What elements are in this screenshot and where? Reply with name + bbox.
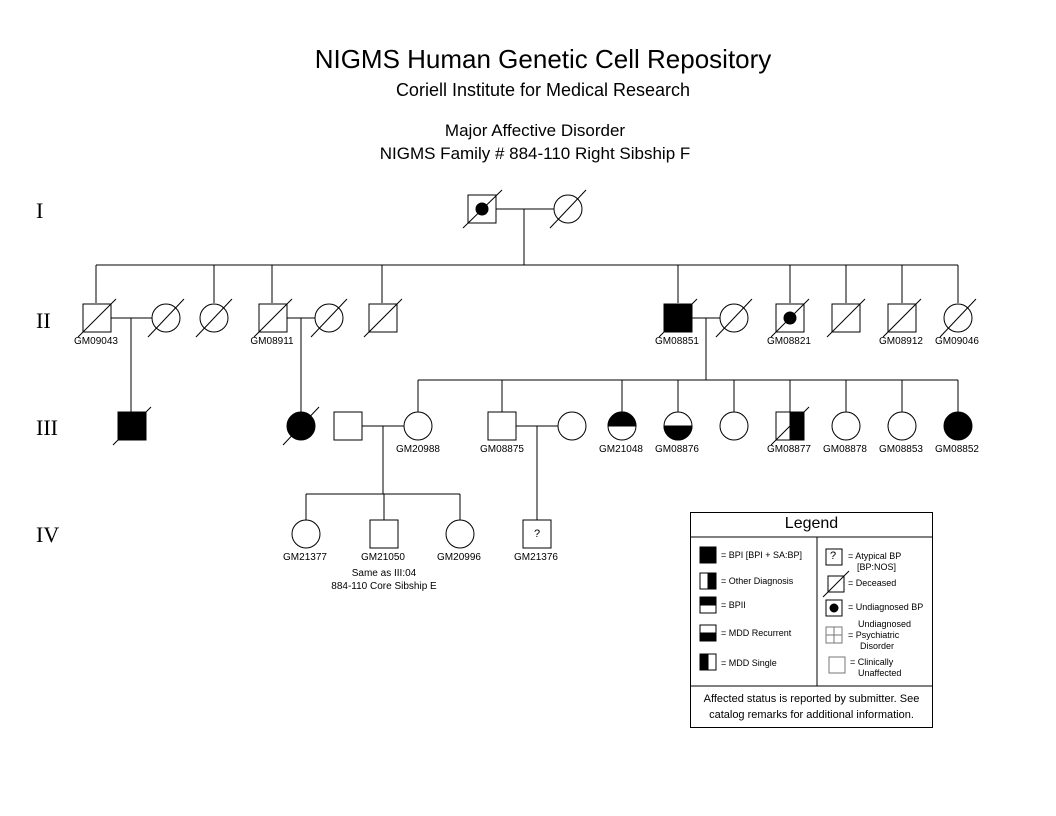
legend-other-diagnosis-symbol [699, 572, 717, 590]
legend-deceased-symbol [822, 570, 850, 598]
legend-bpii-symbol [699, 596, 717, 614]
legend-atypical-bp-symbol [825, 548, 843, 566]
identifier-gm20988: GM20988 [396, 444, 440, 455]
identifier-gm08821: GM08821 [767, 336, 811, 347]
disorder-title: Major Affective Disorder [444, 121, 626, 140]
pedigree-individual-gm08821 [770, 298, 810, 338]
identifier-gm21377: GM21377 [283, 552, 327, 563]
legend-label-deceased: = Deceased [848, 578, 897, 588]
legend-label-undiagnosed-psych-2: = Psychiatric [848, 630, 900, 640]
pedigree-individual-gm08852 [943, 411, 973, 441]
pedigree-individual-iii-2 [282, 406, 320, 446]
pedigree-individual-gm08911 [253, 298, 293, 338]
generation-label-iv: IV [36, 522, 60, 547]
pedigree-individual-gm08878 [831, 411, 861, 441]
legend-label-atypical-bp: = Atypical BP [848, 551, 902, 561]
note-core-sibship: 884-110 Core Sibship E [331, 581, 437, 592]
legend-label-other-diagnosis: = Other Diagnosis [721, 576, 794, 586]
pedigree-individual-ii-brother-3 [363, 298, 403, 338]
identifier-gm08853: GM08853 [879, 444, 923, 455]
legend-label-bpi: = BPI [BPI + SA:BP] [721, 550, 803, 560]
legend-label-mdd-single: = MDD Single [721, 658, 777, 668]
legend-label-bpii: = BPII [721, 600, 746, 610]
legend-clinically-unaffected-symbol [828, 656, 846, 674]
identifier-gm08852: GM08852 [935, 444, 979, 455]
family-title: NIGMS Family # 884-110 Right Sibship F [379, 144, 691, 163]
legend-label-undiagnosed-psych-3: Disorder [860, 641, 895, 651]
pedigree-individual-i-1 [462, 189, 503, 229]
legend-undiagnosed-bp-symbol [825, 599, 843, 617]
legend-panel [690, 512, 933, 728]
pedigree-individual-ii-spouse-1 [147, 298, 185, 338]
identifier-gm08876: GM08876 [655, 444, 699, 455]
legend-question-mark: ? [830, 550, 837, 562]
pedigree-individual-gm21048 [607, 411, 637, 441]
pedigree-individual-iii-spouse-2 [557, 411, 587, 441]
legend-mdd-recurrent-symbol [699, 624, 717, 642]
page-title: NIGMS Human Genetic Cell Repository [314, 44, 772, 74]
legend-label-clinically-unaffected-2: Unaffected [858, 668, 902, 678]
pedigree-individual-gm21377 [291, 519, 321, 549]
identifier-gm08875: GM08875 [480, 444, 524, 455]
pedigree-individual-gm08875 [487, 411, 517, 441]
pedigree-individual-gm21050 [369, 519, 399, 549]
unknown-marker: ? [533, 528, 541, 540]
identifier-gm08877: GM08877 [767, 444, 811, 455]
pedigree-individual-iii-1 [112, 406, 152, 446]
generation-label-i: I [36, 198, 44, 223]
pedigree-individual-ii-spouse-2 [310, 298, 348, 338]
identifier-gm08878: GM08878 [823, 444, 867, 455]
pedigree-individual-i-2 [549, 189, 587, 229]
legend-bpi-symbol [699, 546, 717, 564]
identifier-gm09046: GM09046 [935, 336, 979, 347]
pedigree-individual-gm09046 [939, 298, 977, 338]
generation-label-ii: II [36, 308, 51, 333]
legend-label-mdd-recurrent: = MDD Recurrent [721, 628, 792, 638]
pedigree-individual-gm08912 [882, 298, 922, 338]
identifier-gm21048: GM21048 [599, 444, 643, 455]
pedigree-individual-gm09043 [77, 298, 117, 338]
legend-label-undiagnosed-bp: = Undiagnosed BP [848, 602, 924, 612]
pedigree-individual-gm08877 [770, 406, 810, 446]
identifier-gm21376: GM21376 [514, 552, 558, 563]
legend-title: Legend [784, 515, 839, 532]
pedigree-individual-ii-spouse-3 [715, 298, 753, 338]
legend-label-clinically-unaffected-1: = Clinically [850, 657, 894, 667]
pedigree-individual-gm08853 [887, 411, 917, 441]
pedigree-individual-gm21376 [522, 519, 552, 549]
pedigree-individual-gm08876 [663, 411, 693, 441]
legend-label-undiagnosed-psych-1: Undiagnosed [858, 619, 912, 629]
pedigree-individual-ii-brother-7 [826, 298, 866, 338]
generation-label-iii: III [36, 415, 58, 440]
page-subtitle: Coriell Institute for Medical Research [395, 80, 691, 100]
pedigree-individual-iii-spouse-1 [333, 411, 363, 441]
legend-footer: Affected status is reported by submitter… [703, 693, 920, 721]
identifier-gm08911: GM08911 [250, 336, 294, 347]
legend-label-atypical-bp-note: [BP:NOS] [857, 562, 897, 572]
identifier-gm08851: GM08851 [655, 336, 699, 347]
identifier-gm08912: GM08912 [879, 336, 923, 347]
pedigree-individual-gm20988 [403, 411, 433, 441]
legend-undiagnosed-psychiatric-symbol [825, 626, 843, 644]
pedigree-individual-ii-sister-1 [195, 298, 233, 338]
note-same-as: Same as III:04 [351, 568, 417, 579]
legend-mdd-single-symbol [699, 653, 717, 671]
pedigree-individual-iii-sister-1 [719, 411, 749, 441]
pedigree-individual-gm20996 [445, 519, 475, 549]
identifier-gm21050: GM21050 [361, 552, 405, 563]
pedigree-individual-gm08851 [658, 298, 698, 338]
identifier-gm20996: GM20996 [437, 552, 481, 563]
identifier-gm09043: GM09043 [74, 336, 118, 347]
